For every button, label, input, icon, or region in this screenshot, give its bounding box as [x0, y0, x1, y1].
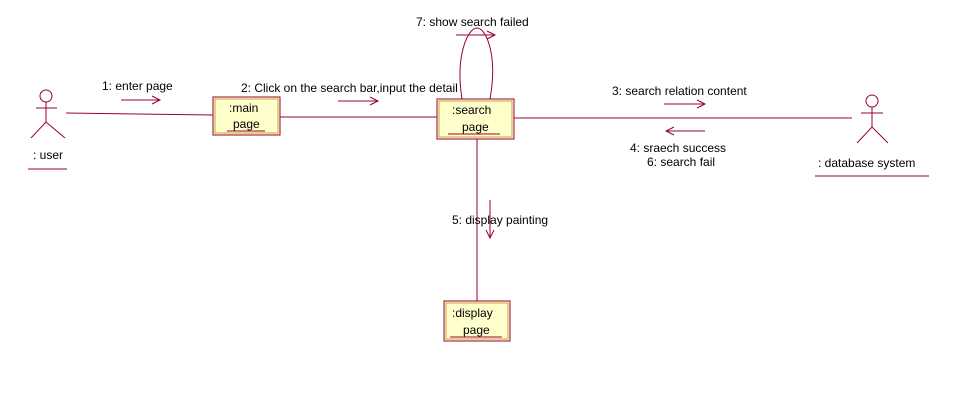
object-search-inner: [438, 100, 513, 138]
actor-database-right-leg: [871, 126, 889, 144]
message-7-label: 7: show search failed: [416, 15, 529, 29]
actor-user-left-leg: [30, 121, 47, 139]
object-main-page[interactable]: :main page: [212, 96, 281, 136]
object-search-line2: page: [462, 120, 489, 134]
message-arrow-4-6: [664, 126, 705, 136]
actor-database-system[interactable]: : database system: [815, 94, 929, 177]
actor-database-left-leg: [856, 126, 873, 144]
message-arrow-1: [121, 95, 162, 105]
actor-user-label: : user: [33, 148, 63, 162]
self-link-search: [459, 27, 494, 100]
message-3-label: 3: search relation content: [612, 84, 747, 98]
message-1-label: 1: enter page: [102, 79, 173, 93]
object-display-inner: [445, 302, 509, 340]
actor-user[interactable]: : user: [28, 89, 67, 170]
message-2-label: 2: Click on the search bar,input the det…: [241, 81, 458, 95]
actor-user-head: [39, 89, 53, 103]
message-arrow-3: [664, 99, 707, 109]
object-main-line2: page: [233, 117, 260, 131]
link-user-main: [65, 112, 214, 116]
actor-user-right-leg: [45, 121, 66, 139]
object-display-box: [443, 300, 511, 342]
object-main-line1: :main: [229, 101, 258, 115]
object-search-line1: :search: [452, 103, 491, 117]
message-arrow-2: [338, 96, 380, 106]
object-display-line2: page: [463, 323, 490, 337]
object-main-box: [212, 96, 281, 136]
message-arrow-7: [456, 30, 497, 40]
message-4-label: 4: sraech success: [630, 141, 726, 155]
message-5-label: 5: display painting: [452, 213, 548, 227]
message-arrow-5: [485, 200, 495, 240]
object-display-page[interactable]: :display page: [443, 300, 511, 342]
object-search-page[interactable]: :search page: [436, 98, 515, 140]
message-6-label: 6: search fail: [647, 155, 715, 169]
actor-database-label: : database system: [818, 156, 915, 170]
object-search-box: [436, 98, 515, 140]
object-main-inner: [214, 98, 279, 134]
actor-database-head: [865, 94, 879, 108]
object-display-line1: :display: [452, 306, 493, 320]
